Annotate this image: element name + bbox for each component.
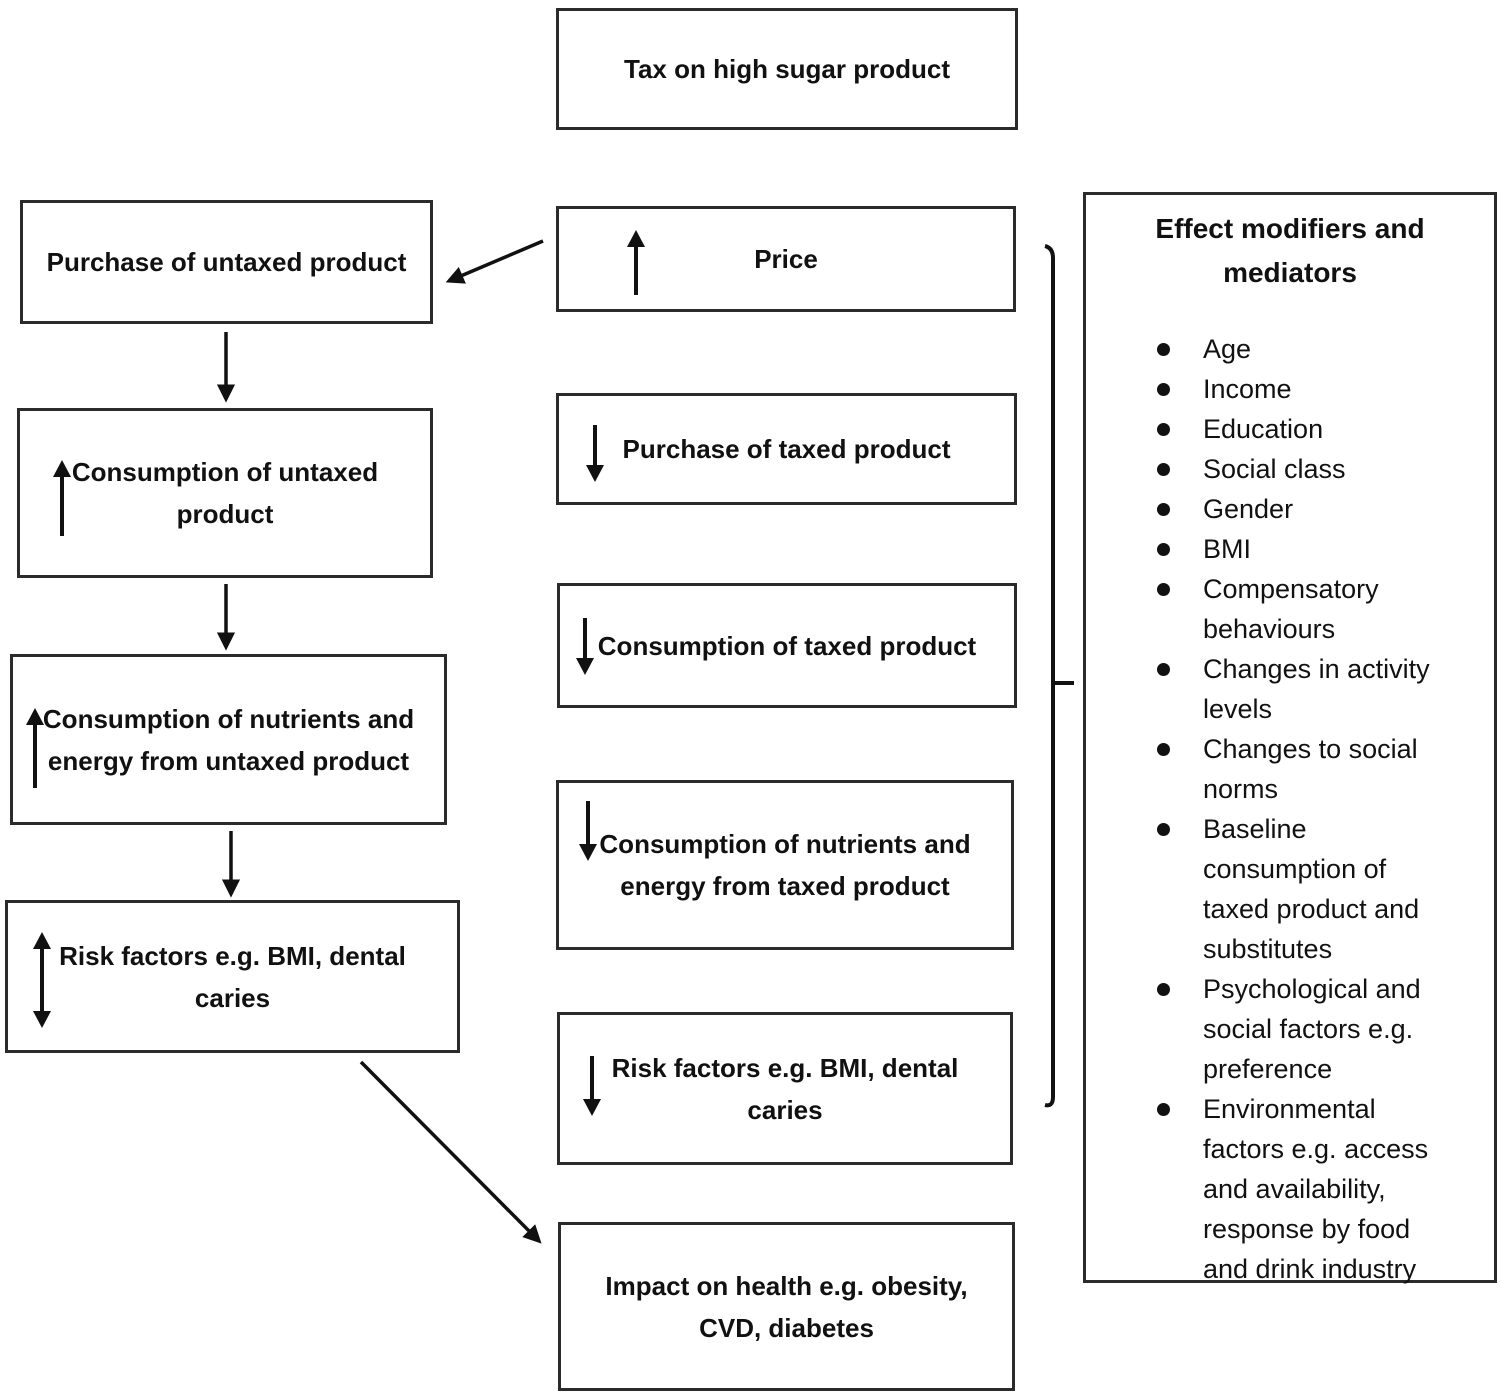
box-health-impact: Impact on health e.g. obesity, CVD, diab… [558, 1222, 1015, 1391]
down-arrow-icon [579, 801, 597, 861]
list-item: Income [1157, 369, 1480, 409]
up-arrow-icon [53, 460, 71, 536]
list-item: Changes to social norms [1157, 729, 1480, 809]
arrow-price-to-purchase-untaxed [445, 239, 544, 284]
list-item: Environmental factors e.g. access and av… [1157, 1089, 1480, 1289]
effect-modifiers-title: Effect modifiers and mediators [1155, 213, 1425, 288]
box-purchase-untaxed-label: Purchase of untaxed product [46, 247, 407, 277]
box-risk-factors-taxed: Risk factors e.g. BMI, dental caries [557, 1012, 1013, 1165]
effect-modifiers-panel: Effect modifiers and mediators Age Incom… [1083, 192, 1497, 1284]
effect-modifiers-list: Age Income Education Social class Gender… [1086, 329, 1486, 1289]
box-health-impact-label: Impact on health e.g. obesity, CVD, diab… [605, 1270, 968, 1343]
up-arrow-icon [627, 230, 645, 295]
box-nutrients-taxed-label: Consumption of nutrients and energy from… [599, 829, 971, 901]
box-consumption-taxed: Consumption of taxed product [557, 583, 1017, 708]
up-arrow-icon [26, 708, 44, 788]
box-consumption-untaxed: Consumption of untaxed product [17, 408, 433, 578]
list-item: Education [1157, 409, 1480, 449]
box-consumption-untaxed-label: Consumption of untaxed product [71, 457, 379, 529]
box-nutrients-untaxed-label: Consumption of nutrients and energy from… [42, 703, 415, 776]
list-item: Social class [1157, 449, 1480, 489]
box-consumption-taxed-label: Consumption of taxed product [597, 630, 977, 661]
list-item: Baseline consumption of taxed product an… [1157, 809, 1480, 969]
box-tax-on-high-sugar-product: Tax on high sugar product [556, 8, 1018, 130]
list-item: Compensatory behaviours [1157, 569, 1480, 649]
box-purchase-taxed: Purchase of taxed product [556, 393, 1017, 505]
down-arrow-icon [586, 425, 604, 482]
down-arrow-icon [576, 618, 594, 675]
list-item: Gender [1157, 489, 1480, 529]
box-nutrients-taxed: Consumption of nutrients and energy from… [556, 780, 1014, 950]
box-risk-factors-taxed-label: Risk factors e.g. BMI, dental caries [611, 1052, 959, 1125]
bracket-line [1044, 244, 1055, 1108]
list-item: Changes in activity levels [1157, 649, 1480, 729]
box-purchase-taxed-label: Purchase of taxed product [622, 434, 951, 464]
list-item: BMI [1157, 529, 1480, 569]
box-nutrients-untaxed: Consumption of nutrients and energy from… [10, 654, 447, 825]
box-price-label: Price [754, 244, 818, 274]
down-arrow-icon [583, 1056, 601, 1116]
box-risk-factors-untaxed-label: Risk factors e.g. BMI, dental caries [59, 940, 406, 1013]
list-item: Age [1157, 329, 1480, 369]
box-price: Price [556, 206, 1016, 312]
box-risk-factors-untaxed: Risk factors e.g. BMI, dental caries [5, 900, 460, 1053]
box-purchase-untaxed: Purchase of untaxed product [20, 200, 433, 324]
list-item: Psychological and social factors e.g. pr… [1157, 969, 1480, 1089]
up-down-arrow-icon [33, 932, 51, 1028]
box-tax-label: Tax on high sugar product [624, 54, 950, 84]
arrow-risk-to-health-impact [359, 1060, 542, 1244]
